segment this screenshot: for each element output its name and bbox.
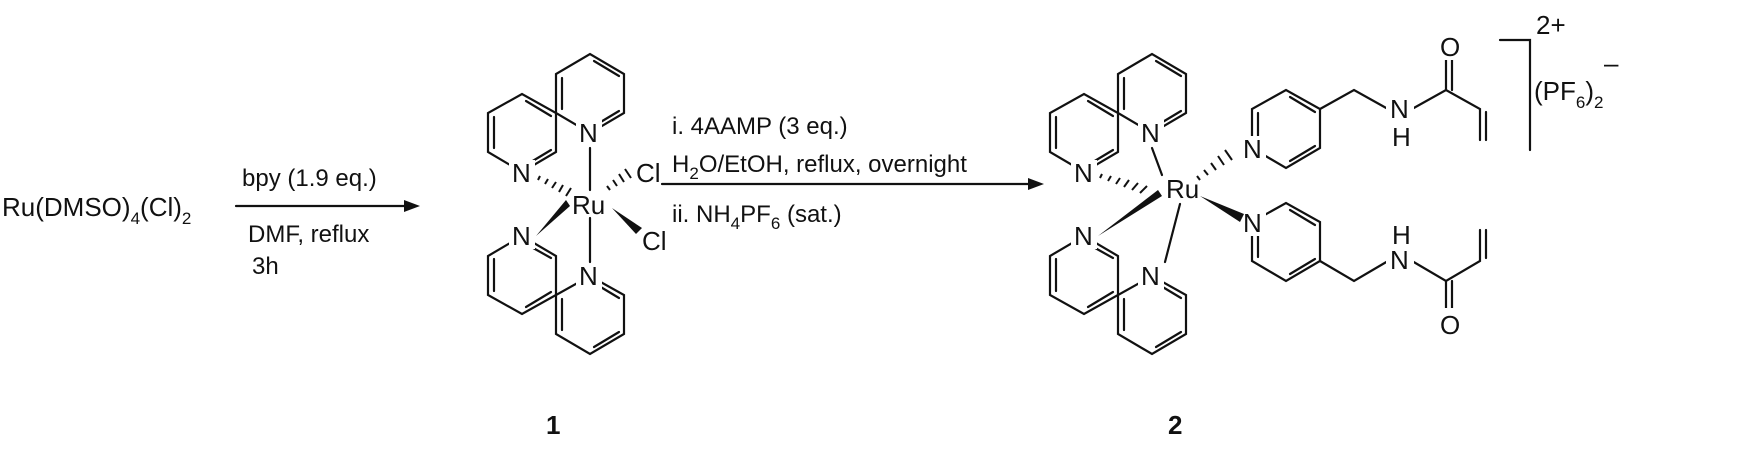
n-atom: N	[1243, 134, 1262, 164]
compound-1: N N N N Ru Cl Cl 1	[486, 52, 667, 440]
n-atom: N	[1390, 245, 1409, 275]
svg-text:(PF6)2: (PF6)2	[1534, 76, 1604, 112]
step2-line3-sub2: 6	[771, 214, 780, 233]
step2-line2-b: O/EtOH, reflux, overnight	[699, 151, 967, 178]
h-atom: H	[1392, 220, 1411, 250]
ru-atom: Ru	[1166, 174, 1199, 204]
anion-part-b: )	[1585, 76, 1594, 106]
step2-line2-sub: 2	[689, 164, 698, 183]
reaction-arrow-2: i. 4AAMP (3 eq.) H2O/EtOH, reflux, overn…	[660, 113, 1044, 233]
step2-line1: i. 4AAMP (3 eq.)	[672, 113, 848, 140]
n-atom: N	[1141, 118, 1160, 148]
reaction-arrow-1: bpy (1.9 eq.) DMF, reflux 3h	[234, 165, 420, 280]
compound-2: N N N N N N N H N H O O Ru	[1048, 10, 1619, 440]
h-atom: H	[1392, 122, 1411, 152]
svg-text:ii. NH4PF6 (sat.): ii. NH4PF6 (sat.)	[672, 201, 842, 233]
step2-line3-sub1: 4	[731, 214, 740, 233]
step1-solvent: DMF, reflux	[248, 221, 369, 248]
reactant-mid: (Cl)	[140, 192, 182, 222]
ru-atom: Ru	[572, 190, 605, 220]
n-atom: N	[1243, 208, 1262, 238]
n-atom: N	[1141, 261, 1160, 291]
step2-line3-c: (sat.)	[780, 201, 841, 228]
step2-line3-a: ii. NH	[672, 201, 731, 228]
svg-text:Ru(DMSO)4(Cl)2: Ru(DMSO)4(Cl)2	[2, 192, 191, 228]
svg-text:H2O/EtOH, reflux, overnight: H2O/EtOH, reflux, overnight	[672, 151, 967, 183]
starting-material: Ru(DMSO)4(Cl)2	[2, 192, 191, 228]
n-atom: N	[579, 118, 598, 148]
o-atom: O	[1440, 310, 1460, 340]
anion-sub2: 2	[1594, 93, 1603, 112]
step2-line2-a: H	[672, 151, 689, 178]
n-atom: N	[1074, 158, 1093, 188]
step1-time: 3h	[252, 253, 279, 280]
n-atom: N	[512, 221, 531, 251]
anion-sub: 6	[1576, 93, 1585, 112]
cl-atom: Cl	[636, 158, 661, 188]
cl-atom: Cl	[642, 226, 667, 256]
cation-charge: 2+	[1536, 10, 1566, 40]
compound-2-label: 2	[1168, 410, 1182, 440]
reactant-main: Ru(DMSO)	[2, 192, 131, 222]
anion-part-a: (PF	[1534, 76, 1576, 106]
anion-charge: –	[1604, 48, 1619, 78]
n-atom: N	[579, 261, 598, 291]
step1-reagent: bpy (1.9 eq.)	[242, 165, 377, 192]
reactant-sub2: 2	[182, 209, 191, 228]
o-atom: O	[1440, 32, 1460, 62]
compound-1-label: 1	[546, 410, 560, 440]
step2-line3-b: PF	[740, 201, 771, 228]
n-atom: N	[1390, 94, 1409, 124]
n-atom: N	[1074, 221, 1093, 251]
n-atom: N	[512, 158, 531, 188]
reactant-sub1: 4	[131, 209, 140, 228]
